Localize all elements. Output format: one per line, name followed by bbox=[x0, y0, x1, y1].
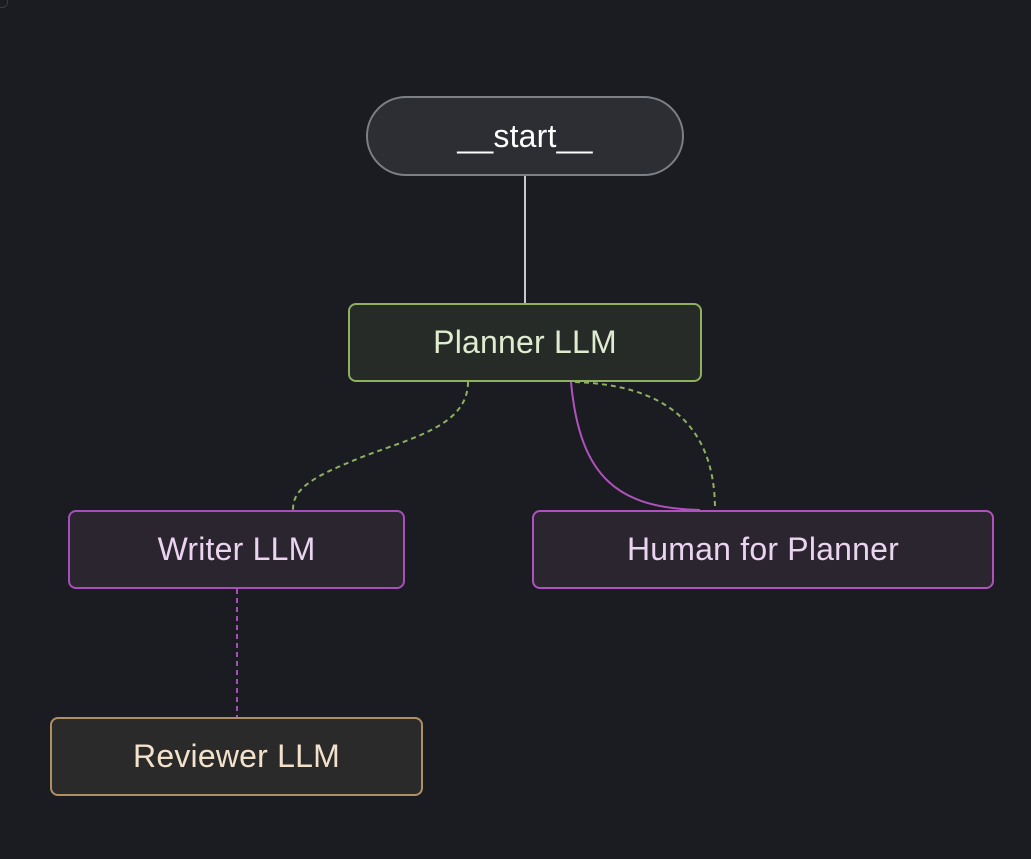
edge-planner-to-writer bbox=[292, 381, 469, 511]
node-planner-llm[interactable]: Planner LLM bbox=[348, 303, 702, 382]
node-human-for-planner[interactable]: Human for Planner bbox=[532, 510, 994, 589]
node-start-label: __start__ bbox=[457, 117, 593, 154]
node-writer-llm-label: Writer LLM bbox=[157, 531, 316, 567]
node-planner-llm-label: Planner LLM bbox=[433, 324, 617, 360]
node-writer-llm[interactable]: Writer LLM bbox=[68, 510, 405, 589]
node-human-for-planner-label: Human for Planner bbox=[627, 531, 899, 567]
edge-human-to-planner bbox=[570, 381, 701, 511]
node-start[interactable]: __start__ bbox=[366, 96, 684, 176]
node-reviewer-llm[interactable]: Reviewer LLM bbox=[50, 717, 423, 796]
node-reviewer-llm-label: Reviewer LLM bbox=[133, 738, 340, 774]
corner-decoration bbox=[0, 0, 8, 8]
edge-planner-to-human bbox=[574, 381, 716, 511]
